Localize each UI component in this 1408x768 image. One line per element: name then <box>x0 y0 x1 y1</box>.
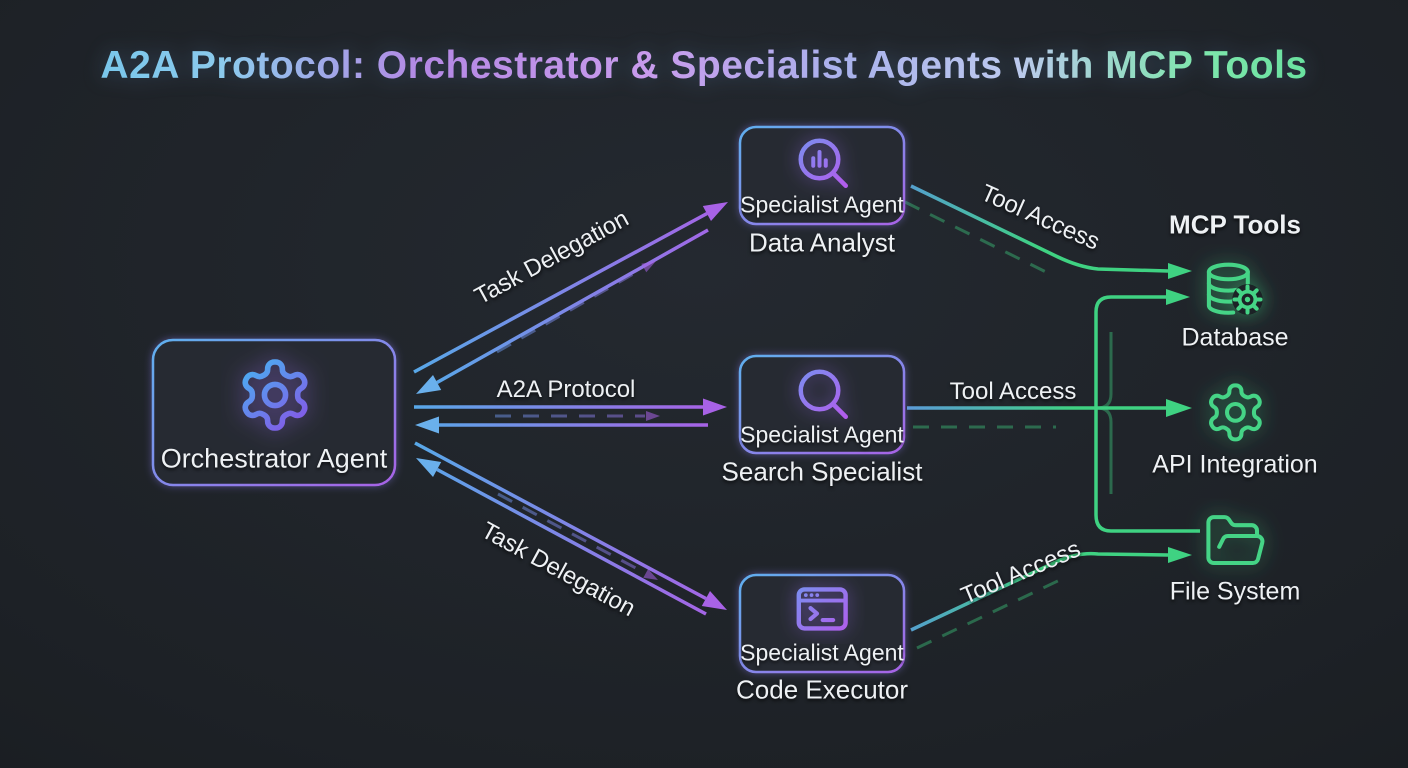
orchestrator-node <box>151 338 397 487</box>
edge-task-delegation-bottom <box>414 441 727 616</box>
mcp-tool-label-database: Database <box>1181 323 1289 352</box>
edge-tool-access-bottom <box>910 547 1192 650</box>
page-title: A2A Protocol: Orchestrator & Specialist … <box>0 44 1408 88</box>
mcp-tools-header: MCP Tools <box>1169 209 1301 240</box>
mcp-tool-label-file-system: File System <box>1169 577 1301 606</box>
specialist-box-label-code-executor: Specialist Agent <box>740 639 904 666</box>
edge-tool-access-top <box>904 184 1192 279</box>
magnifier-icon <box>798 369 848 419</box>
chart-magnifier-icon <box>798 138 848 188</box>
mcp-tool-label-api-integration: API Integration <box>1152 450 1318 479</box>
terminal-icon <box>796 587 848 631</box>
edge-label-a2a-protocol: A2A Protocol <box>496 376 636 403</box>
specialist-box-label-search-specialist: Specialist Agent <box>740 421 904 448</box>
database-gear-icon <box>1206 262 1263 315</box>
edge-a2a-protocol <box>414 398 727 434</box>
api-gear-icon <box>1209 383 1262 442</box>
specialist-node-code-executor <box>738 573 906 674</box>
specialist-role-code-executor: Code Executor <box>736 674 908 705</box>
specialist-box-label-data-analyst: Specialist Agent <box>740 191 904 218</box>
specialist-role-data-analyst: Data Analyst <box>749 227 895 258</box>
specialist-node-search-specialist <box>738 354 906 455</box>
specialist-role-search-specialist: Search Specialist <box>721 456 923 487</box>
orchestrator-label: Orchestrator Agent <box>160 443 388 474</box>
edge-tool-access-middle <box>907 399 1192 429</box>
edge-label-tool-access-middle: Tool Access <box>949 378 1077 405</box>
folder-open-icon <box>1206 515 1265 566</box>
specialist-node-data-analyst <box>738 125 906 226</box>
edge-task-delegation-top <box>413 202 728 394</box>
gear-icon <box>242 359 308 431</box>
